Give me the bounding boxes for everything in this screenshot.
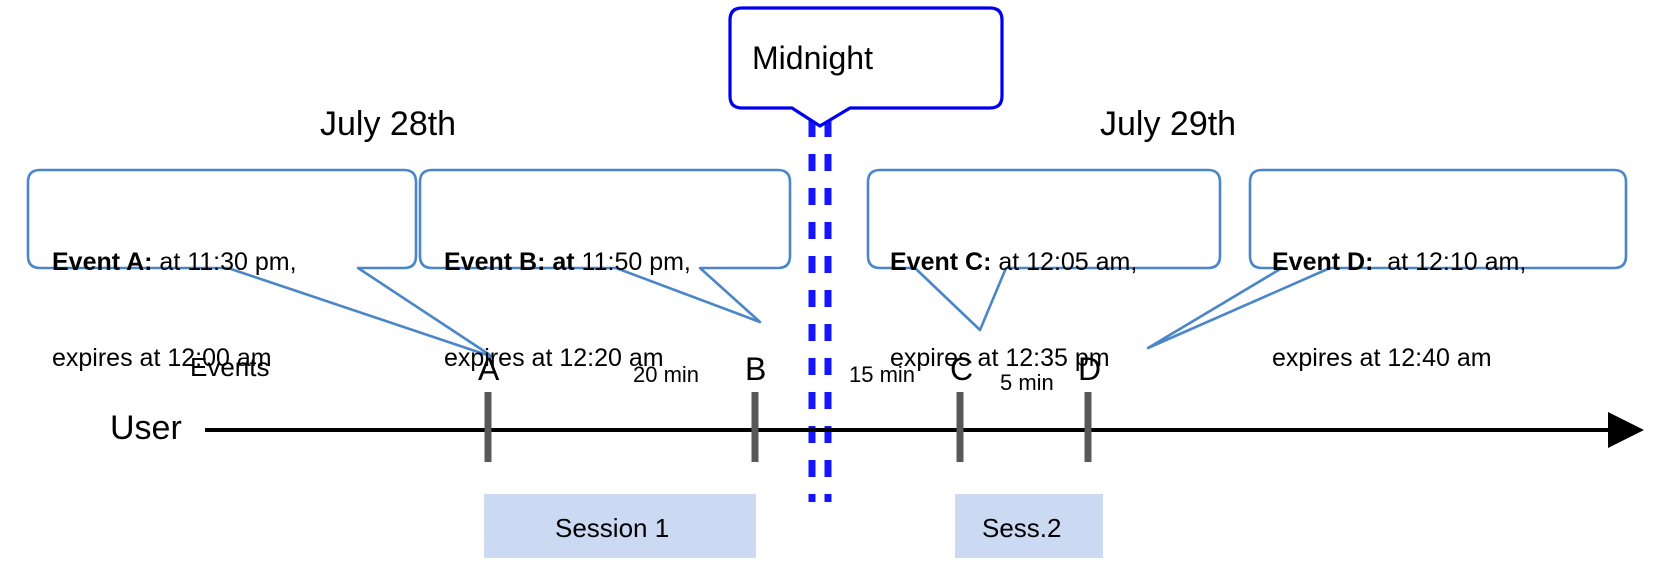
event-b-rest: 11:50 pm, bbox=[574, 248, 691, 276]
gap-label-bc: 15 min bbox=[849, 362, 916, 387]
gap-label-cd: 5 min bbox=[1000, 370, 1054, 395]
event-a-bold: Event A: bbox=[52, 248, 153, 276]
event-b-line2: expires at 12:20 am bbox=[444, 344, 664, 372]
event-d-line2: expires at 12:40 am bbox=[1272, 344, 1492, 372]
marker-label-a: A bbox=[478, 351, 500, 387]
event-c-bold: Event C: bbox=[890, 248, 992, 276]
event-b-callout-text: Event B: at 11:50 pm, expires at 12:20 a… bbox=[444, 182, 691, 438]
date-label-left: July 28th bbox=[320, 105, 457, 143]
event-a-callout-shape bbox=[26, 168, 495, 359]
event-a-callout-text: Event A: at 11:30 pm, expires at 12:00 a… bbox=[52, 182, 297, 438]
marker-label-b: B bbox=[745, 351, 767, 387]
event-b-bold: Event B: at bbox=[444, 248, 575, 276]
event-c-rest: at 12:05 am, bbox=[991, 248, 1138, 276]
midnight-divider bbox=[808, 120, 832, 502]
marker-label-d: D bbox=[1078, 351, 1102, 387]
timeline-axis bbox=[205, 412, 1644, 448]
event-d-bold: Event D: bbox=[1272, 248, 1374, 276]
event-d-callout-shape bbox=[1146, 168, 1628, 350]
midnight-label: Midnight bbox=[752, 40, 873, 76]
event-c-line2: expires at 12:35 pm bbox=[890, 344, 1110, 372]
midnight-callout-shape bbox=[728, 6, 1004, 128]
event-a-line2: expires at 12:00 am bbox=[52, 344, 272, 372]
row-label-user: User bbox=[110, 409, 182, 447]
event-a-rest: at 11:30 pm, bbox=[152, 248, 297, 276]
event-c-callout-text: Event C: at 12:05 am, expires at 12:35 p… bbox=[890, 182, 1137, 438]
session-1-box bbox=[484, 494, 756, 558]
row-label-events: Events bbox=[190, 352, 270, 382]
event-d-rest: at 12:10 am, bbox=[1373, 248, 1527, 276]
event-c-callout-shape bbox=[866, 168, 1222, 332]
event-d-callout-text: Event D: at 12:10 am, expires at 12:40 a… bbox=[1272, 182, 1526, 438]
date-label-right: July 29th bbox=[1100, 105, 1237, 143]
event-markers bbox=[484, 392, 1092, 462]
session-2-label: Sess.2 bbox=[982, 513, 1062, 543]
marker-label-c: C bbox=[950, 351, 974, 387]
gap-label-ab: 20 min bbox=[633, 362, 700, 387]
session-2-box bbox=[955, 494, 1103, 558]
session-1-label: Session 1 bbox=[555, 513, 670, 543]
event-b-callout-shape bbox=[418, 168, 792, 324]
